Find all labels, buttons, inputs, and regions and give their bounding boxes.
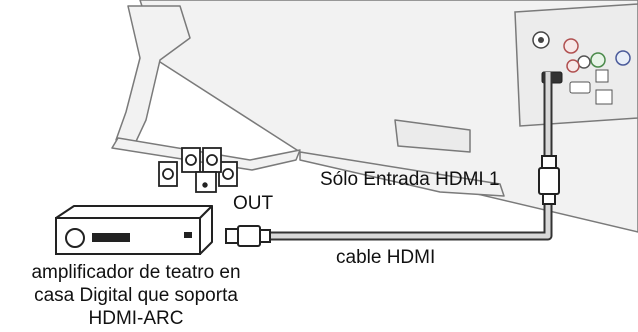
speaker-rear-left-cone [185,154,197,166]
jack-green [590,52,606,68]
speaker-center [195,171,217,193]
tv-lower-edge [299,151,505,197]
connector-tv-body [538,167,560,195]
jack-red-top [563,38,579,54]
amplifier-caption-line-2: casa Digital que soporta [34,284,238,306]
output-label: OUT [233,193,274,214]
hdmi-input-label: Sólo Entrada HDMI 1 [320,169,500,190]
jack-red-mid [566,59,580,73]
jack-white-center [538,37,544,43]
hdmi2-port [569,81,591,94]
tv-stand-leg [115,5,191,151]
av-amplifier [55,205,213,255]
hdmi-cable [255,72,553,241]
amplifier-caption: amplificador de teatro en casa Digital q… [0,262,272,330]
connector-tv-tip [541,155,557,169]
usb-port [595,69,609,83]
amplifier-indicator [184,232,192,238]
amplifier-top [55,205,213,219]
amplifier-display [92,233,130,242]
connector-amp-boot [259,229,271,243]
speaker-front-right-cone [222,168,234,180]
speaker-rear-right-cone [206,154,218,166]
tv-terminal-panel [514,3,638,127]
speakers [158,147,238,193]
tv-bracket [394,119,471,153]
jack-white-mid [577,55,591,69]
hdmi-connector-amp [225,225,271,247]
tv-rear [111,0,638,233]
speaker-center-dot [202,182,208,188]
amplifier-caption-line-1: amplificador de teatro en [31,262,241,283]
amplifier-caption-line-3: HDMI-ARC [88,307,184,329]
lan-port [595,89,613,105]
connector-amp-body [237,225,261,247]
speaker-front-left-cone [162,168,174,180]
amplifier-knob [65,228,85,248]
connector-amp-tip [225,228,239,244]
connector-tv-boot [542,193,556,205]
hdmi-connector-tv [538,155,560,205]
cable-label: cable HDMI [336,247,436,268]
jack-blue [615,50,631,66]
cable-fill [255,72,551,239]
